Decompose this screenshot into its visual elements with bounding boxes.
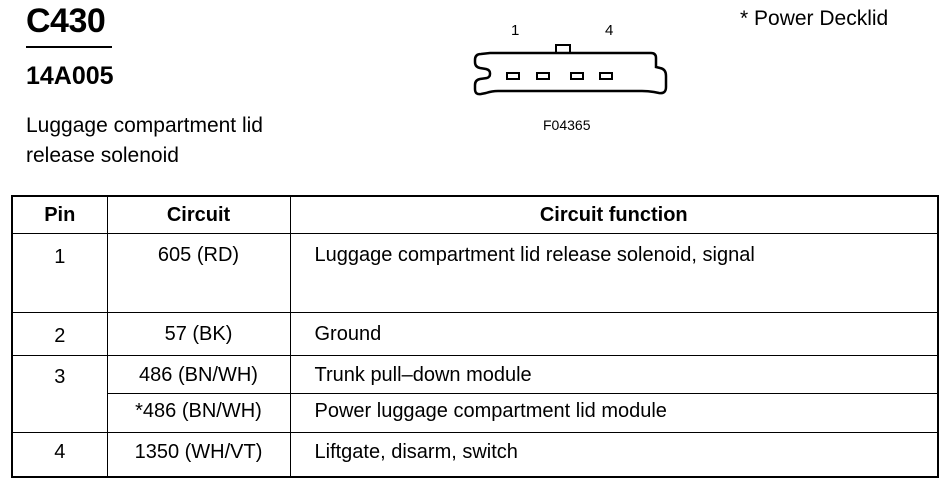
connector-outline: [473, 51, 668, 96]
pin-label-left: 1: [511, 22, 520, 39]
figure-id: F04365: [543, 117, 591, 133]
header-circuit: Circuit: [106, 195, 291, 234]
pin-cavity-4: [599, 72, 613, 80]
circuit-cell: *486 (BN/WH): [106, 393, 291, 433]
title-underline: [26, 46, 112, 48]
pin-cell: 2: [11, 312, 108, 356]
pin-cavity-3: [570, 72, 584, 80]
table-row: *486 (BN/WH) Power luggage compartment l…: [12, 393, 939, 433]
function-cell: Trunk pull–down module: [289, 354, 939, 395]
function-cell: Power luggage compartment lid module: [289, 393, 939, 433]
header-pin: Pin: [11, 195, 108, 234]
function-cell: Luggage compartment lid release solenoid…: [289, 232, 939, 314]
table-row: 2 57 (BK) Ground: [11, 312, 939, 356]
function-cell: Ground: [289, 312, 939, 356]
connector-face-diagram: [473, 44, 668, 96]
circuit-cell: 1350 (WH/VT): [106, 431, 291, 478]
table-row: 3 486 (BN/WH) Trunk pull–down module: [11, 354, 939, 433]
table-row: 4 1350 (WH/VT) Liftgate, disarm, switch: [11, 431, 939, 478]
power-decklid-note: * Power Decklid: [740, 7, 889, 30]
circuit-cell: 486 (BN/WH): [106, 354, 291, 395]
part-number: 14A005: [26, 62, 114, 90]
pin-label-right: 4: [605, 22, 614, 39]
function-cell: Liftgate, disarm, switch: [289, 431, 939, 478]
pin-cell: 1: [11, 232, 108, 314]
connector-description: Luggage compartment lid release solenoid: [26, 111, 263, 171]
pin-cavity-2: [536, 72, 550, 80]
circuit-cell: 605 (RD): [106, 232, 291, 314]
table-row: 1 605 (RD) Luggage compartment lid relea…: [11, 232, 939, 314]
pin-cell: 4: [11, 431, 108, 478]
pin-cavity-1: [506, 72, 520, 80]
description-line-1: Luggage compartment lid: [26, 114, 263, 137]
pin-table: Pin Circuit Circuit function 1 605 (RD) …: [11, 195, 939, 478]
header-function: Circuit function: [289, 195, 939, 234]
description-line-2: release solenoid: [26, 144, 179, 167]
table-header-row: Pin Circuit Circuit function: [11, 195, 939, 234]
circuit-cell: 57 (BK): [106, 312, 291, 356]
connector-id: C430: [26, 2, 106, 40]
pin-cell: 3: [11, 354, 108, 433]
connector-latch: [555, 44, 571, 54]
